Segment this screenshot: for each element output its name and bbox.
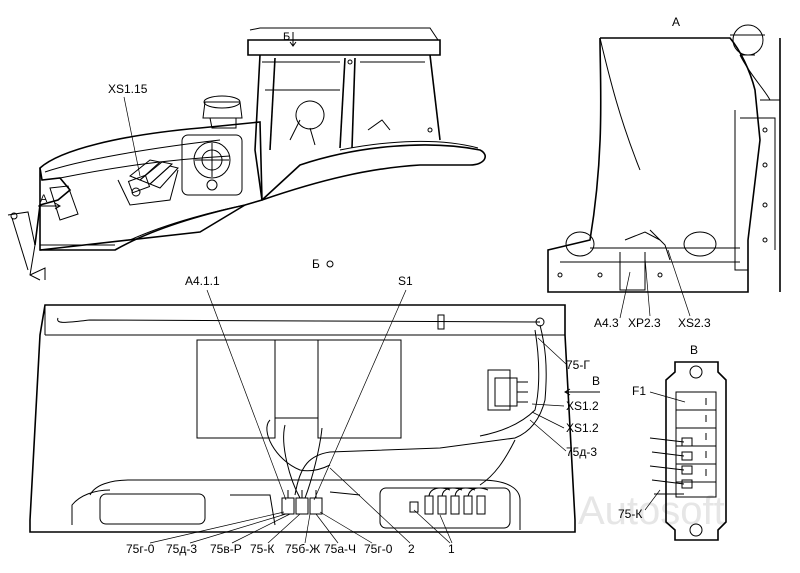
switch-block <box>281 490 323 515</box>
leader-f1 <box>649 391 686 403</box>
callout-75g-0-right: 75г-0 <box>364 542 393 556</box>
callout-f1: F1 <box>632 384 646 398</box>
view-v: В F1 75-К <box>618 343 727 541</box>
callout-75d-3-right: 75д-3 <box>566 445 597 459</box>
view-b-marker <box>326 260 334 268</box>
air-cleaner <box>202 95 243 129</box>
arrow-a <box>38 202 61 210</box>
callout-arrow-b: Б <box>283 31 290 43</box>
callout-75-k-v: 75-К <box>618 507 642 521</box>
cab <box>247 27 441 201</box>
callout-xs1-2-top: XS1.2 <box>566 399 599 413</box>
plan-view: А4.1.1 S1 75-Г В XS1.2 XS1.2 75д-3 75г-0… <box>29 274 600 556</box>
leader-a4-3 <box>619 271 631 319</box>
leader-75g-0-right <box>319 511 373 544</box>
leader-xs1-2-top <box>531 403 565 407</box>
leader-xs1-2-bot <box>531 411 565 429</box>
callout-a4-1-1: А4.1.1 <box>185 274 220 288</box>
leader-75-g <box>537 337 567 365</box>
leader-75b-zh <box>304 513 311 544</box>
callout-a4-3: А4.3 <box>594 316 619 330</box>
callout-75-k: 75-К <box>250 542 274 556</box>
arrow-v <box>564 388 600 396</box>
front-bracket <box>7 211 46 281</box>
callout-1: 1 <box>448 542 455 556</box>
view-v-title: В <box>690 343 698 357</box>
callout-arrow-a: А <box>40 193 48 205</box>
callout-75a-ch: 75а-Ч <box>324 542 356 556</box>
tractor-side-view: XS1.15 А Б Б <box>7 27 486 281</box>
leader-75v-r <box>231 513 291 544</box>
leader-s1 <box>313 289 407 501</box>
leader-75-k <box>267 513 301 544</box>
leader-xs2-3 <box>667 249 691 317</box>
leader-2 <box>329 467 411 544</box>
watermark: Autosoft <box>578 489 725 533</box>
callout-xs1-2-bot: XS1.2 <box>566 421 599 435</box>
view-b-title: Б <box>312 257 320 271</box>
view-a-beacon <box>732 24 764 56</box>
callout-75d-3: 75д-3 <box>166 542 197 556</box>
xs1-15-connector <box>127 174 151 197</box>
leader-xs1-15 <box>123 96 141 177</box>
connector-row <box>409 487 489 515</box>
callout-xs1-15: XS1.15 <box>108 82 148 96</box>
callout-75b-zh: 75б-Ж <box>285 542 320 556</box>
callout-arrow-v: В <box>592 374 600 388</box>
leader-75d-3 <box>189 513 287 544</box>
leader-75-k-v <box>644 489 661 511</box>
leader-1 <box>413 509 453 544</box>
leader-75a-ch <box>315 513 339 544</box>
side-lamp <box>181 134 243 196</box>
callout-s1: S1 <box>398 274 413 288</box>
leader-75d-3-right <box>529 419 567 452</box>
relay-block-b <box>487 369 528 411</box>
callout-75g-0-left: 75г-0 <box>126 542 155 556</box>
callout-75-g: 75-Г <box>566 358 590 372</box>
leader-a4-1-1 <box>206 289 287 501</box>
view-a-title: А <box>672 15 680 29</box>
leader-75g-0-left <box>149 511 285 544</box>
callout-xs2-3: XS2.3 <box>678 316 711 330</box>
callout-75v-r: 75в-Р <box>210 542 242 556</box>
view-a: А А4.3 XP2.3 XS2.3 <box>547 15 781 330</box>
arrow-b <box>289 32 297 47</box>
callout-2: 2 <box>408 542 415 556</box>
callout-xp2-3: XP2.3 <box>628 316 661 330</box>
leader-xp2-3 <box>644 257 651 317</box>
